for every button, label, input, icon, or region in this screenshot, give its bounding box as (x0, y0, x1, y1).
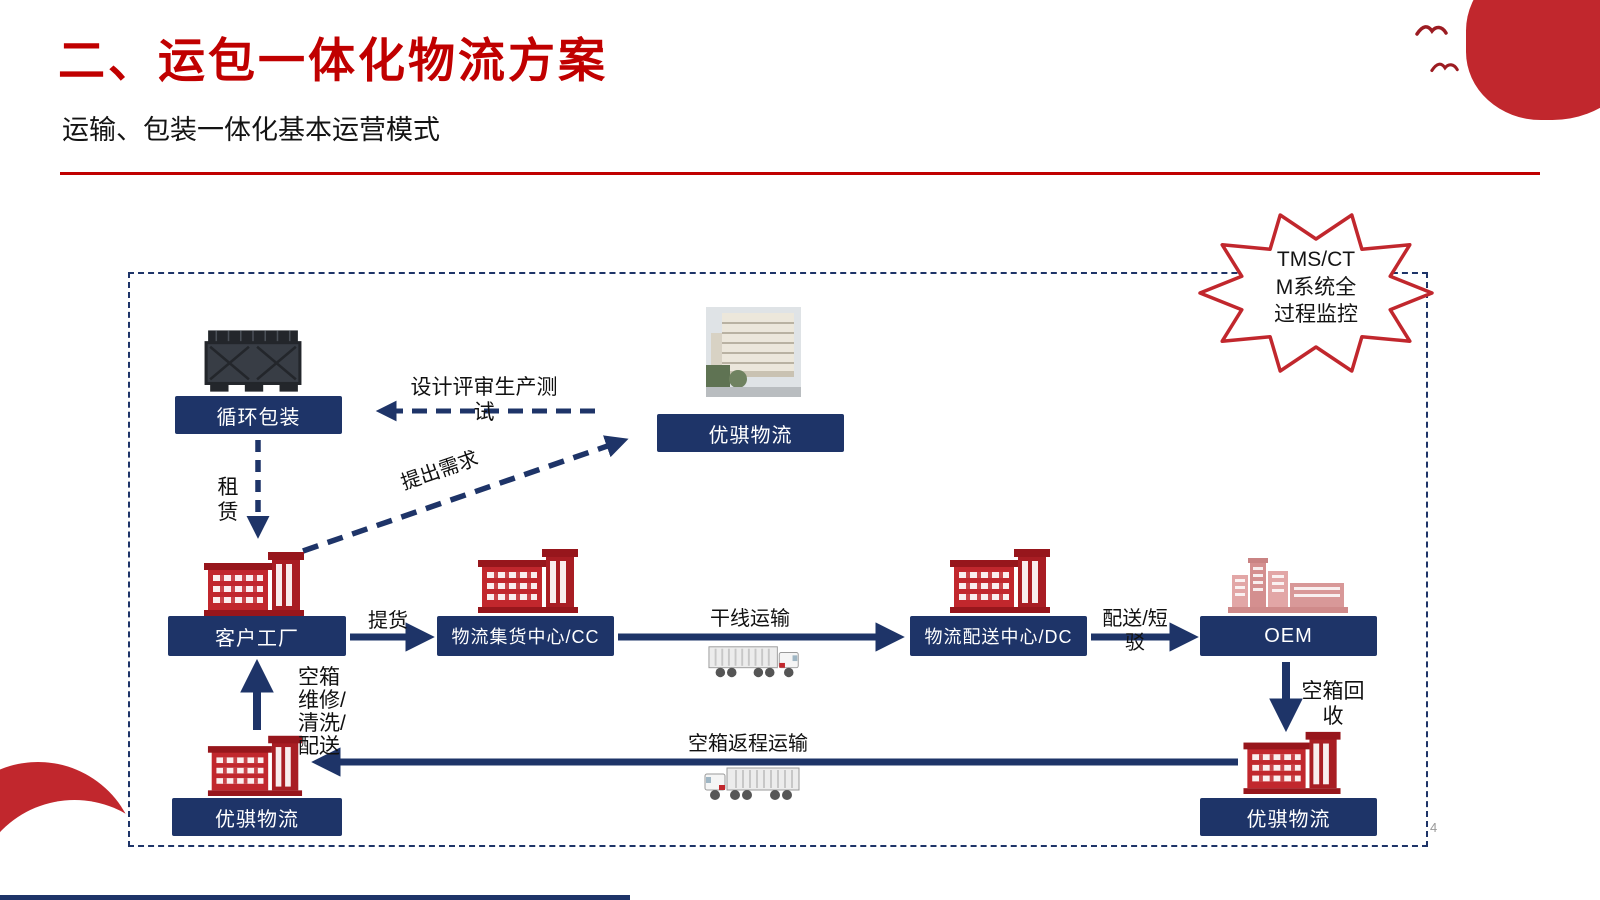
youqi-bottom-right-factory-icon (1242, 728, 1342, 794)
return-truck-icon (700, 764, 800, 804)
bird-icon (1415, 25, 1448, 36)
label-design-review: 设计评审生产测试 (410, 376, 558, 424)
label-empty-box-maintenance: 空箱维修/清洗/配送 (298, 666, 346, 759)
tms-badge-line2: M系统全 (1275, 275, 1357, 299)
node-customer-factory: 客户工厂 (168, 616, 346, 656)
youqi-bottom-left-factory-icon (205, 732, 305, 796)
oem-buildings-icon (1228, 552, 1348, 614)
red-divider-line (60, 172, 1540, 175)
bird-icon (1430, 62, 1459, 73)
page-subtitle: 运输、包装一体化基本运营模式 (62, 115, 440, 145)
label-trunk-transport: 干线运输 (710, 608, 790, 630)
label-lease: 租赁 (217, 476, 239, 524)
diagram-frame (128, 272, 1428, 847)
node-youqi-logistics-top: 优骐物流 (657, 414, 844, 452)
tms-monitor-badge: TMS/CT M系统全 过程监控 (1196, 246, 1436, 329)
arrow-raise-demand (302, 435, 629, 554)
node-recycle-packaging: 循环包装 (175, 396, 342, 434)
node-distribution-center-dc: 物流配送中心/DC (910, 616, 1087, 656)
node-youqi-logistics-bottom-right: 优骐物流 (1200, 798, 1377, 836)
tms-badge-line1: TMS/CT (1276, 248, 1356, 271)
bottom-navy-bar (0, 895, 630, 900)
youqi-building-photo (706, 306, 801, 398)
top-right-red-blob (1466, 0, 1600, 120)
node-youqi-logistics-bottom-left: 优骐物流 (172, 798, 342, 836)
node-collection-center-cc: 物流集货中心/CC (437, 616, 614, 656)
tms-badge-line3: 过程监控 (1274, 303, 1358, 327)
recycle-container-icon (202, 326, 304, 394)
distribution-center-factory-icon (950, 545, 1050, 613)
tms-starburst-shape (1198, 213, 1434, 373)
customer-factory-icon (200, 548, 308, 616)
page-title: 二、运包一体化物流方案 (58, 34, 608, 87)
page-number: 4 (1430, 820, 1438, 835)
node-oem: OEM (1200, 616, 1377, 656)
label-empty-box-recycle: 空箱回收 (1301, 680, 1365, 728)
label-pickup: 提货 (368, 610, 408, 632)
label-delivery-shuttle: 配送/短驳 (1102, 608, 1168, 654)
collection-center-factory-icon (478, 545, 578, 613)
trunk-truck-icon (708, 642, 803, 682)
label-empty-box-return: 空箱返程运输 (688, 733, 808, 755)
